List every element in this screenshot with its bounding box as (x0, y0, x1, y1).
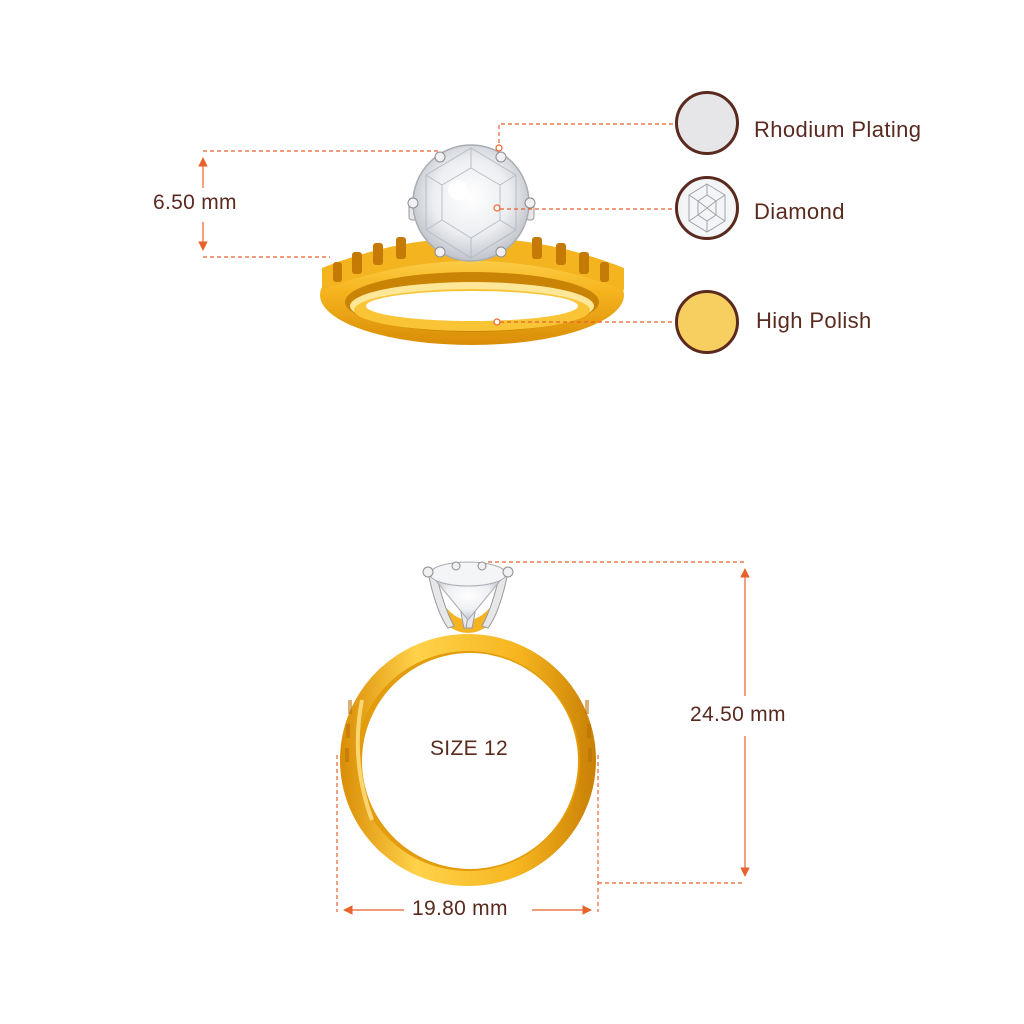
ring-width-dimension (336, 755, 599, 915)
high-polish-label: High Polish (756, 308, 872, 333)
head-height-dimension (198, 150, 440, 258)
head-height-label: 6.50 mm (153, 191, 237, 214)
ring-height-dimension (488, 561, 750, 884)
high-polish-swatch (675, 290, 739, 354)
rhodium-plating-label: Rhodium Plating (754, 117, 922, 142)
legend-leaders (498, 123, 675, 323)
ring-width-label: 19.80 mm (412, 897, 508, 920)
ring-front-view (340, 561, 596, 886)
ring-size-label: SIZE 12 (430, 737, 508, 760)
ring-side-view (320, 144, 624, 345)
diamond-swatch (675, 176, 739, 240)
diamond-label: Diamond (754, 199, 845, 224)
rhodium-plating-swatch (675, 91, 739, 155)
ring-height-label: 24.50 mm (690, 703, 786, 726)
